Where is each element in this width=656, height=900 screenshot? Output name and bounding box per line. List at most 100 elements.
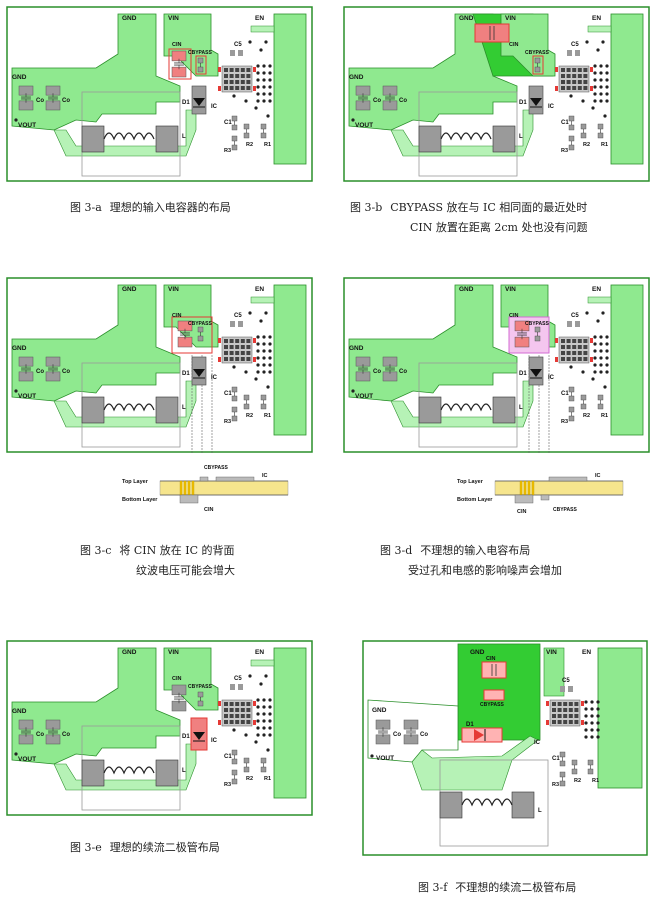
- via-field: [590, 735, 594, 739]
- c1-part-pad: [231, 758, 238, 765]
- r2-part-pad: [571, 759, 578, 766]
- ic-pad-red: [555, 338, 558, 343]
- label-ic: IC: [211, 375, 218, 381]
- right-plane: [610, 284, 644, 436]
- via-field: [599, 356, 603, 360]
- label-en: EN: [582, 649, 591, 656]
- cbypass-cap-pad: [534, 326, 541, 333]
- label-vout: VOUT: [376, 755, 394, 762]
- via-field: [262, 705, 266, 709]
- d1-symbol: [474, 729, 484, 741]
- via-field: [596, 707, 600, 711]
- label-vin: VIN: [168, 649, 179, 656]
- cbypass-cap-pad: [534, 66, 541, 73]
- via: [254, 377, 258, 381]
- ic-pin-grid: [240, 714, 245, 718]
- via: [266, 385, 270, 389]
- via-field: [593, 349, 597, 353]
- output-trace: [390, 380, 534, 428]
- ic-pin-grid: [229, 86, 234, 90]
- via-field: [268, 64, 272, 68]
- ic-pin-grid: [224, 720, 228, 724]
- label-r1: R1: [264, 413, 271, 419]
- c5-pad: [230, 50, 235, 56]
- xs-label-cin: CIN: [517, 509, 527, 515]
- via-field: [605, 85, 609, 89]
- label-d1: D1: [182, 371, 190, 377]
- ic-pin-grid: [563, 702, 568, 706]
- ic-pad-red: [253, 357, 256, 362]
- ic-pad-red: [546, 701, 549, 706]
- d1-symbol: [530, 369, 542, 377]
- ic-pin-grid: [235, 86, 240, 90]
- caption-c-number: 图 3-c: [80, 544, 112, 557]
- en-trace: [250, 296, 275, 304]
- c5-pad: [238, 684, 243, 690]
- ic-pin-grid: [235, 708, 240, 712]
- via-field: [599, 335, 603, 339]
- r1-part-pad: [597, 132, 604, 139]
- via-field: [256, 349, 260, 353]
- r1-part-pad: [260, 766, 267, 773]
- ic-pin-grid: [246, 86, 251, 90]
- via-field: [256, 71, 260, 75]
- label-ic: IC: [534, 740, 541, 746]
- xs-via: [527, 480, 531, 496]
- via-field: [584, 707, 588, 711]
- via: [596, 319, 600, 323]
- via-field: [593, 85, 597, 89]
- via-field: [268, 349, 272, 353]
- caption-d-line2: 受过孔和电感的影响噪声会增加: [408, 564, 562, 577]
- label-vout: VOUT: [355, 122, 373, 129]
- via-field: [599, 78, 603, 82]
- ic-pin-grid: [224, 702, 228, 706]
- label-r1: R1: [264, 142, 271, 148]
- ic-pin-grid: [583, 351, 588, 355]
- ic-pin-grid: [557, 702, 562, 706]
- ic-pin-grid: [224, 345, 228, 349]
- c5-pad: [230, 321, 235, 327]
- via-field: [268, 99, 272, 103]
- via-field: [268, 733, 272, 737]
- label-co-2: Co: [62, 732, 70, 738]
- ic-pad-red: [218, 357, 221, 362]
- label-gnd: GND: [122, 15, 137, 22]
- ic-pin-grid: [224, 80, 228, 84]
- via: [601, 40, 605, 44]
- via-field: [605, 356, 609, 360]
- label-gnd-left: GND: [349, 345, 364, 352]
- c5-pad: [568, 686, 573, 692]
- label-cin: CIN: [486, 656, 496, 662]
- ic-pin-grid: [229, 702, 234, 706]
- via-field: [268, 363, 272, 367]
- vin-strip: [543, 647, 565, 697]
- via-field: [262, 726, 266, 730]
- via-field: [262, 356, 266, 360]
- r2-part-pad: [243, 757, 250, 764]
- inductor-coil: [461, 798, 513, 807]
- via-field: [268, 71, 272, 75]
- via-field: [262, 71, 266, 75]
- ic-pin-grid: [568, 714, 573, 718]
- caption-b-line2: CIN 放置在距离 2cm 处也没有问题: [410, 221, 588, 234]
- via-field: [268, 698, 272, 702]
- ic-pin-grid: [568, 720, 573, 724]
- via-field: [599, 92, 603, 96]
- cbypass-cap-pad: [534, 57, 541, 64]
- label-en: EN: [255, 15, 264, 22]
- inductor-pad-right: [511, 791, 535, 819]
- ic-pin-grid: [574, 702, 579, 706]
- cbypass-cap-pad: [197, 700, 204, 707]
- via-field: [262, 64, 266, 68]
- right-plane: [597, 647, 643, 789]
- via-field: [262, 733, 266, 737]
- ic-pin-grid: [229, 708, 234, 712]
- via-field: [268, 342, 272, 346]
- via: [254, 106, 258, 110]
- r3-part-pad: [568, 415, 575, 422]
- ic-pin-grid: [246, 80, 251, 84]
- xs-via: [187, 480, 191, 496]
- inductor-pad-left: [418, 125, 442, 153]
